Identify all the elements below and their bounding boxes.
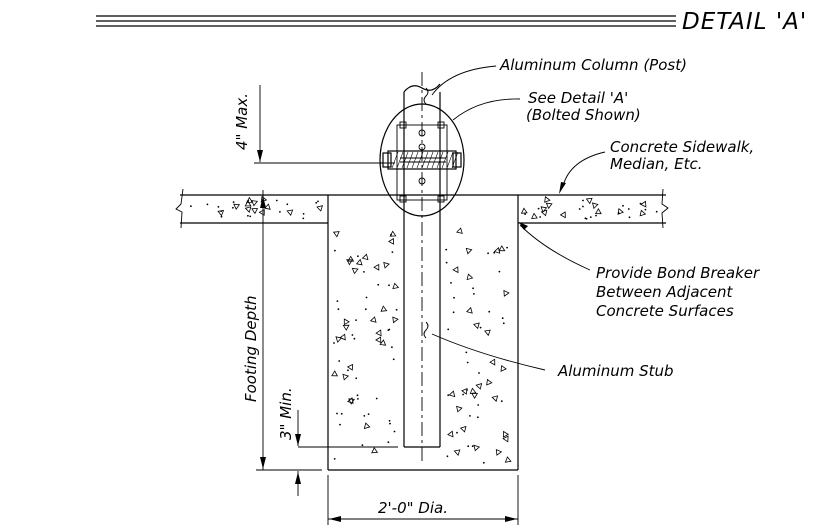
label-median: Median, Etc. xyxy=(610,155,702,173)
label-bond-breaker-3: Concrete Surfaces xyxy=(596,302,734,320)
sidewalk-slab xyxy=(175,188,669,229)
label-min-dimension: 3" Min. xyxy=(277,387,295,440)
detail-title: DETAIL 'A' xyxy=(682,9,807,35)
bolted-connection xyxy=(379,103,465,217)
label-see-detail: See Detail 'A' xyxy=(528,89,628,107)
label-bond-breaker-1: Provide Bond Breaker xyxy=(596,264,760,282)
dimensions xyxy=(254,85,519,525)
aluminum-post xyxy=(403,72,441,462)
label-footing-depth: Footing Depth xyxy=(242,295,260,402)
title-block: DETAIL 'A' xyxy=(96,9,807,35)
label-aluminum-column: Aluminum Column (Post) xyxy=(499,56,687,74)
label-max-dimension: 4" Max. xyxy=(233,93,251,150)
label-concrete-sidewalk: Concrete Sidewalk, xyxy=(610,138,754,156)
leaders xyxy=(431,65,606,371)
label-diameter: 2'-0" Dia. xyxy=(378,499,448,517)
label-aluminum-stub: Aluminum Stub xyxy=(557,362,674,380)
detail-callout-ellipse xyxy=(379,103,465,217)
label-bolted-shown: (Bolted Shown) xyxy=(526,106,641,124)
concrete-footing xyxy=(327,195,519,471)
label-bond-breaker-2: Between Adjacent xyxy=(596,283,734,301)
